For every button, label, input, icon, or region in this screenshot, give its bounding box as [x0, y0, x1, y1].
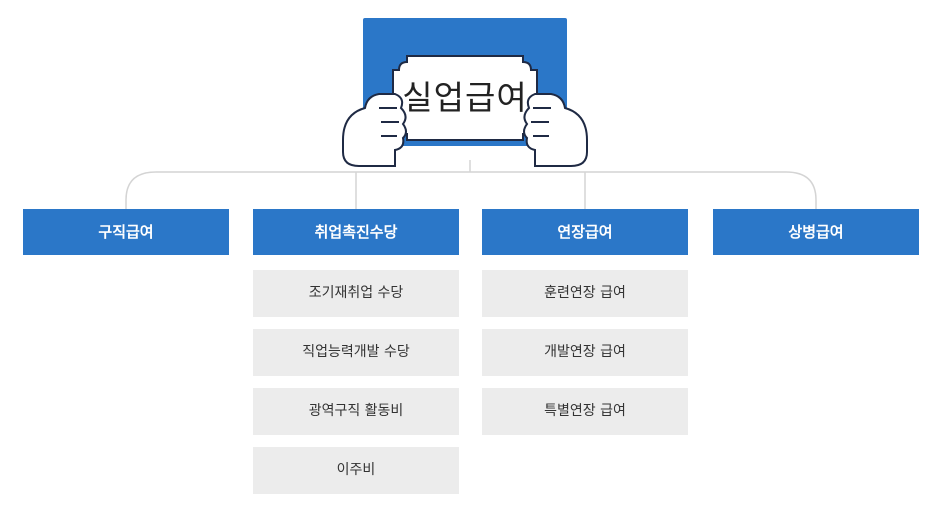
sub-item-wide-area-job-search: 광역구직 활동비 — [253, 388, 459, 435]
sign-card — [392, 55, 538, 141]
sign-title: 실업급여 — [402, 78, 528, 117]
sub-item-individual-extension: 개발연장 급여 — [482, 329, 688, 376]
sub-item-training-extension: 훈련연장 급여 — [482, 270, 688, 317]
category-employment-promotion-allowance: 취업촉진수당 — [253, 209, 459, 255]
sub-item-relocation-cost: 이주비 — [253, 447, 459, 494]
category-sickness-benefits: 상병급여 — [713, 209, 919, 255]
category-job-seeking-allowance: 구직급여 — [23, 209, 229, 255]
sub-item-special-extension: 특별연장 급여 — [482, 388, 688, 435]
sub-item-early-reemployment: 조기재취업 수당 — [253, 270, 459, 317]
category-extended-benefits: 연장급여 — [482, 209, 688, 255]
left-hand-icon — [342, 93, 407, 167]
sign-hands-illustration — [342, 18, 588, 167]
sub-item-vocational-training: 직업능력개발 수당 — [253, 329, 459, 376]
connector-horizontal-bar — [125, 171, 817, 209]
right-hand-icon — [523, 93, 588, 167]
